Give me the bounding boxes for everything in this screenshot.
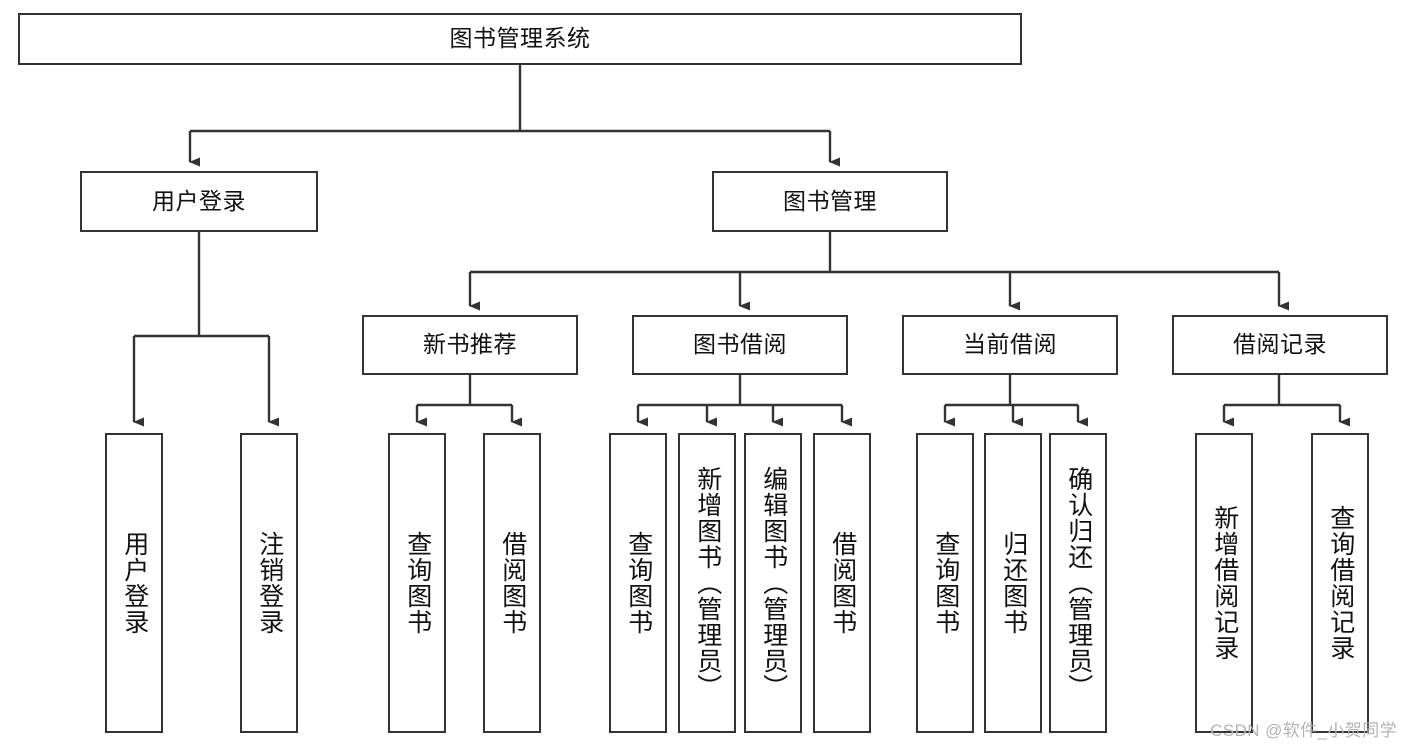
node-label: 查询图书 xyxy=(624,531,653,635)
node-label: 借阅记录 xyxy=(1233,331,1327,358)
node-label: 新增图书（管理员） xyxy=(693,466,722,700)
node-label: 图书借阅 xyxy=(693,331,787,358)
leaf-borrow-record-query-record[interactable]: 查询借阅记录 xyxy=(1311,433,1369,733)
node-label: 确认归还（管理员） xyxy=(1064,466,1093,700)
leaf-book-borrow-borrow-book[interactable]: 借阅图书 xyxy=(813,433,871,733)
leaf-new-book-query-book[interactable]: 查询图书 xyxy=(388,433,446,733)
node-label: 编辑图书（管理员） xyxy=(759,466,788,700)
node-book-management[interactable]: 图书管理 xyxy=(712,171,948,232)
node-label: 新增借阅记录 xyxy=(1210,505,1239,661)
node-user-login[interactable]: 用户登录 xyxy=(80,171,318,232)
node-label: 查询图书 xyxy=(403,531,432,635)
node-label: 图书管理 xyxy=(783,187,877,214)
leaf-new-book-borrow-book[interactable]: 借阅图书 xyxy=(483,433,541,733)
leaf-user-login-signout[interactable]: 注销登录 xyxy=(240,433,298,733)
leaf-book-borrow-query-book[interactable]: 查询图书 xyxy=(609,433,667,733)
node-new-book-recommend[interactable]: 新书推荐 xyxy=(362,315,578,375)
node-current-borrow[interactable]: 当前借阅 xyxy=(902,315,1118,375)
node-book-borrow[interactable]: 图书借阅 xyxy=(632,315,848,375)
node-label: 查询图书 xyxy=(931,531,960,635)
node-label: 归还图书 xyxy=(999,531,1028,635)
node-label: 当前借阅 xyxy=(963,331,1057,358)
node-label: 借阅图书 xyxy=(498,531,527,635)
node-borrow-record[interactable]: 借阅记录 xyxy=(1172,315,1388,375)
node-label: 图书管理系统 xyxy=(449,25,591,52)
leaf-user-login-signin[interactable]: 用户登录 xyxy=(105,433,163,733)
leaf-current-borrow-confirm-return[interactable]: 确认归还（管理员） xyxy=(1049,433,1107,733)
csdn-watermark: CSDN @软件_小贺同学 xyxy=(1210,721,1397,740)
leaf-borrow-record-add-record[interactable]: 新增借阅记录 xyxy=(1195,433,1253,733)
leaf-book-borrow-edit-book[interactable]: 编辑图书（管理员） xyxy=(744,433,802,733)
node-label: 用户登录 xyxy=(120,531,149,635)
leaf-current-borrow-return-book[interactable]: 归还图书 xyxy=(984,433,1042,733)
node-label: 查询借阅记录 xyxy=(1326,505,1355,661)
node-label: 注销登录 xyxy=(255,531,284,635)
leaf-book-borrow-add-book[interactable]: 新增图书（管理员） xyxy=(678,433,736,733)
node-label: 新书推荐 xyxy=(423,331,517,358)
leaf-current-borrow-query-book[interactable]: 查询图书 xyxy=(916,433,974,733)
node-label: 用户登录 xyxy=(152,187,246,214)
node-label: 借阅图书 xyxy=(828,531,857,635)
node-root-library-system[interactable]: 图书管理系统 xyxy=(18,13,1022,65)
